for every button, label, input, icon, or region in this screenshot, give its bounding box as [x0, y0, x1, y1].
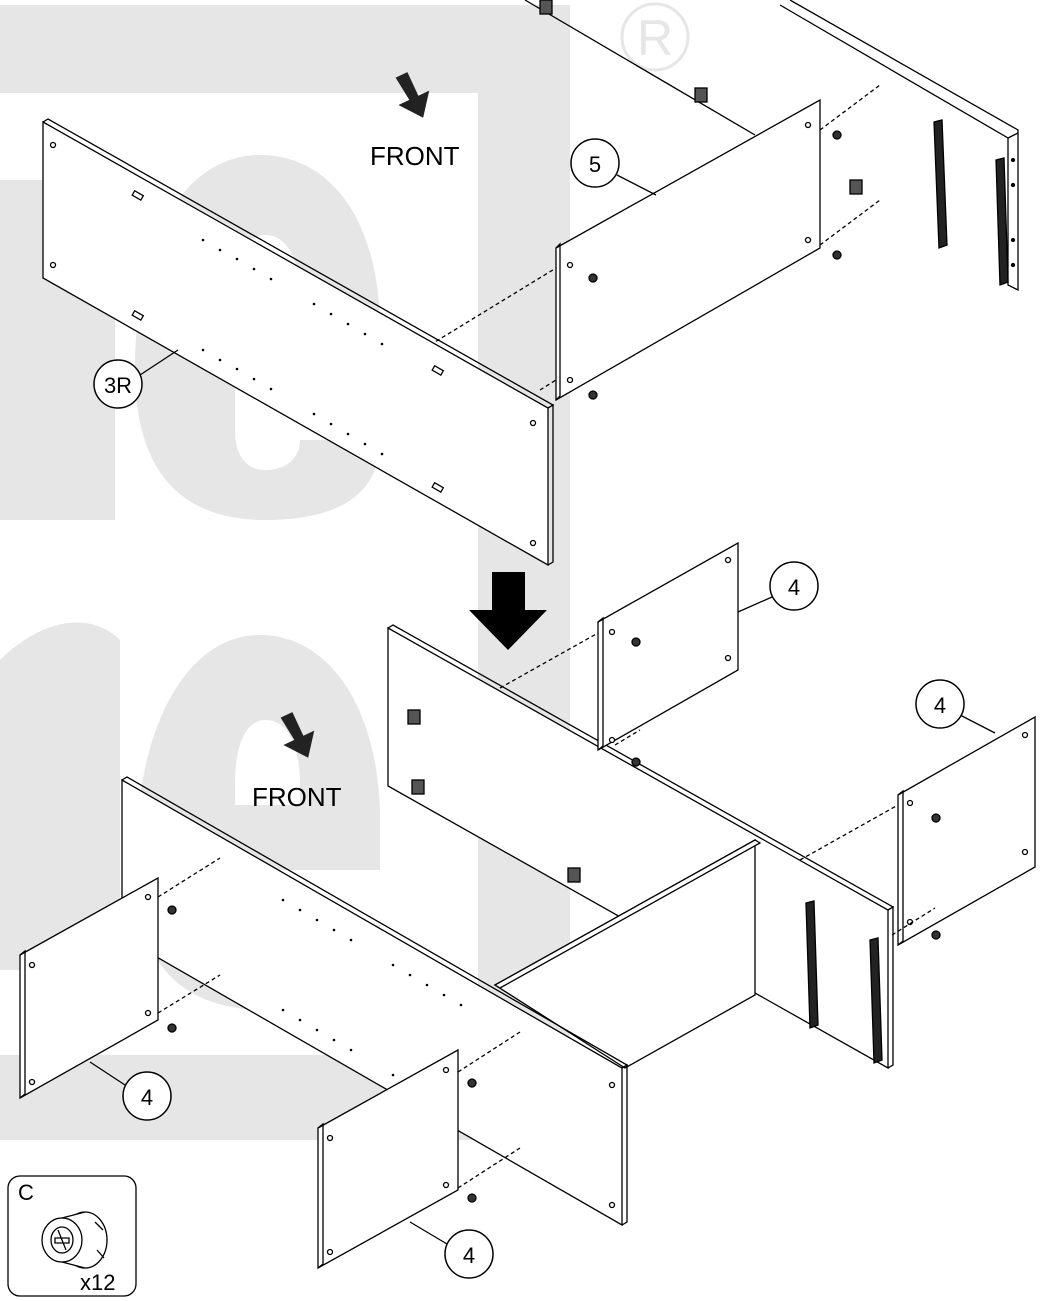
svg-text:4: 4 [463, 1243, 475, 1268]
drawer-slide-icon [995, 157, 1009, 286]
drawer-slide-icon [933, 119, 948, 249]
svg-text:4: 4 [934, 693, 946, 718]
callout-part-4-lower: 4 [409, 1221, 494, 1279]
front-label-top: FRONT [370, 141, 460, 171]
front-label-bottom: FRONT [252, 782, 342, 812]
svg-text:3R: 3R [104, 373, 132, 398]
step-arrow-icon [469, 572, 547, 650]
cam-lock-nut-icon [41, 1211, 108, 1269]
top-assembly [42, 0, 1019, 567]
hardware-letter: C [18, 1180, 34, 1205]
cam-nut-icon [588, 130, 842, 400]
registered-mark-circle [620, 2, 690, 72]
callout-part-3R: 3R [93, 349, 179, 409]
svg-text:4: 4 [141, 1085, 153, 1110]
front-arrow-icon [395, 72, 430, 118]
connector-icon [567, 867, 581, 883]
svg-text:5: 5 [589, 152, 601, 177]
callout-part-5: 5 [570, 138, 657, 196]
callout-part-4-right: 4 [915, 679, 996, 734]
callout-part-4-upper: 4 [737, 561, 819, 613]
connector-icon [407, 709, 421, 725]
part-4-left-panel [19, 876, 159, 1100]
bottom-front-panel [121, 776, 629, 1227]
svg-text:4: 4 [788, 575, 800, 600]
front-arrow-icon [280, 712, 315, 758]
bottom-back-panel [387, 624, 895, 1070]
connector-icon [849, 179, 863, 195]
drawer-slide-icon [805, 900, 819, 1029]
connector-icon [539, 0, 553, 15]
bottom-divider-panel [493, 838, 762, 1069]
hardware-quantity: x12 [80, 1270, 115, 1295]
callout-part-4-left: 4 [89, 1061, 172, 1121]
top-back-panel [524, 0, 1019, 292]
part-4-lower-panel [317, 1048, 459, 1270]
cam-nut-icon [167, 637, 941, 1203]
connector-icon [411, 779, 425, 795]
top-part-3R-panel [42, 118, 555, 567]
registered-mark: R [637, 10, 673, 66]
bottom-assembly [19, 541, 1036, 1270]
hardware-box: C x12 [7, 1175, 137, 1297]
drawer-slide-icon [869, 937, 883, 1064]
part-4-right-panel [897, 715, 1036, 947]
connector-icon [694, 87, 708, 103]
part-4-upper-panel [597, 541, 739, 752]
top-part-5-panel [555, 98, 821, 402]
